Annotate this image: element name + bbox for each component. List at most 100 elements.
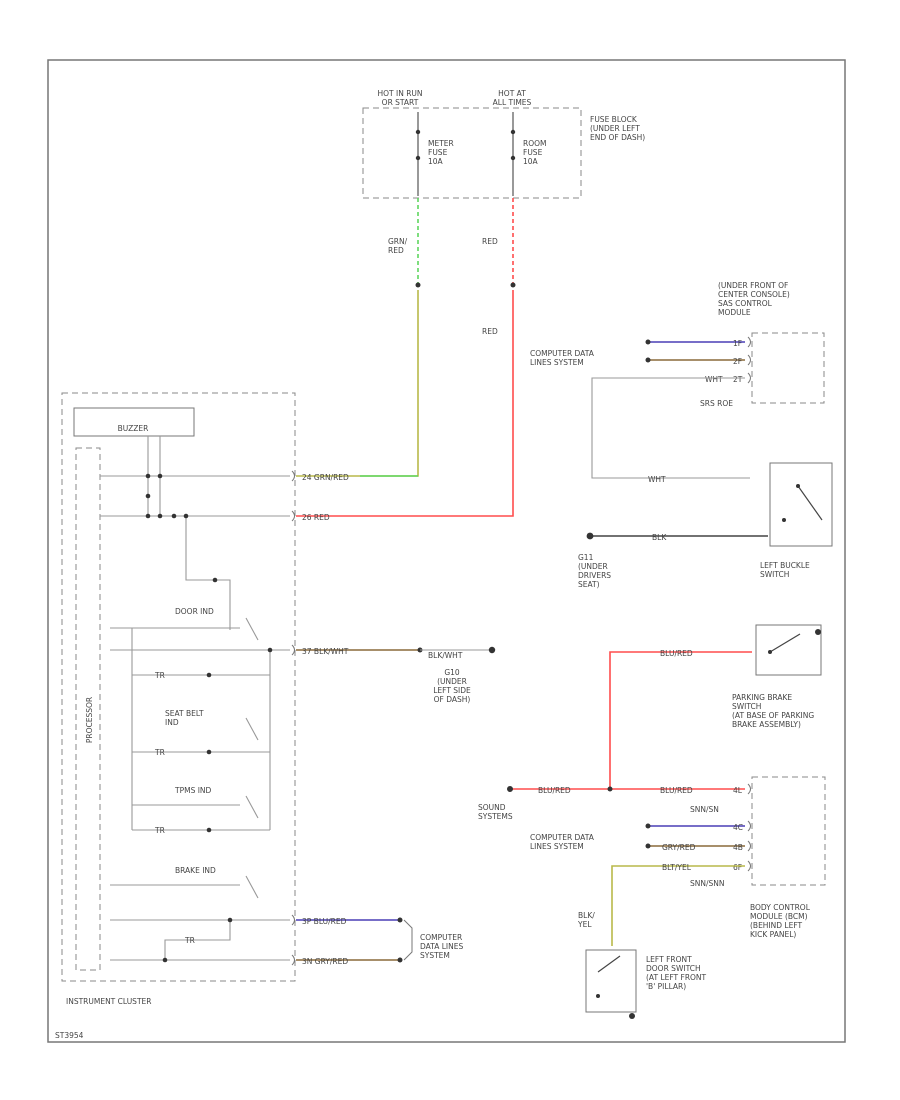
diagram-code: ST3954 bbox=[55, 1031, 84, 1040]
c3n-label: 3N GRY/RED bbox=[302, 957, 348, 966]
cluster-connector-marks bbox=[291, 470, 295, 966]
cluster-internal-wiring bbox=[100, 436, 290, 961]
parking-brake-wire bbox=[609, 651, 752, 789]
cluster-junction-11 bbox=[206, 749, 212, 755]
red-connector-dot bbox=[510, 282, 516, 288]
label-line: OR START bbox=[382, 98, 419, 107]
cluster-junction-9 bbox=[267, 647, 273, 653]
label-line: IND bbox=[165, 718, 179, 727]
bcm-blt-yel-label: BLT/YEL bbox=[662, 863, 692, 872]
g11-ground-dot bbox=[586, 532, 594, 540]
bcm-connector-1: SNN/SN bbox=[690, 805, 719, 814]
grn-red-lower-wire bbox=[296, 290, 419, 477]
bcm-outline bbox=[751, 776, 826, 886]
tr-label-1: TR bbox=[154, 671, 165, 680]
label-line: FUSE bbox=[428, 148, 448, 157]
label-line: DATA LINES bbox=[420, 942, 463, 951]
bcm-connector-marks bbox=[747, 783, 751, 872]
cluster-junction-6 bbox=[183, 513, 189, 519]
cluster-junction-10 bbox=[206, 672, 212, 678]
door-switch-contact bbox=[596, 994, 600, 998]
cluster-junction-13 bbox=[227, 917, 233, 923]
label-line: LINES SYSTEM bbox=[530, 358, 584, 367]
room-fuse-top-dot bbox=[510, 129, 516, 135]
cluster-junction-7 bbox=[145, 493, 151, 499]
parking-brake-wire-label: BLU/RED bbox=[660, 649, 693, 658]
cdl-dot-1 bbox=[397, 917, 403, 923]
bcm-pin-4: 6F bbox=[733, 863, 742, 872]
cluster-junction-12 bbox=[206, 827, 212, 833]
fuse-block-outline bbox=[362, 107, 582, 199]
label-line: (UNDER bbox=[437, 677, 467, 686]
meter-fuse-top-dot bbox=[415, 129, 421, 135]
label-line: (BEHIND LEFT bbox=[750, 921, 803, 930]
label-line: OF DASH) bbox=[434, 695, 471, 704]
label-line: SAS CONTROL bbox=[718, 299, 773, 308]
cluster-junction-1 bbox=[145, 473, 151, 479]
bcm-pin-2: 4C bbox=[733, 823, 743, 832]
label-line: YEL bbox=[577, 920, 592, 929]
buzzer-box bbox=[73, 407, 195, 437]
sound-junction-dot bbox=[607, 786, 613, 792]
cdl-dot-2 bbox=[397, 957, 403, 963]
label-line: (UNDER bbox=[578, 562, 608, 571]
instrument-cluster-outline bbox=[61, 392, 296, 982]
buzzer-label: BUZZER bbox=[118, 424, 149, 433]
tr-label-2: TR bbox=[154, 748, 165, 757]
door-switch-blade bbox=[597, 955, 621, 973]
sas-pin-3: 2T bbox=[733, 375, 743, 384]
label-line: CENTER CONSOLE) bbox=[718, 290, 790, 299]
sas-module-outline bbox=[751, 332, 825, 404]
cluster-junction-4 bbox=[157, 513, 163, 519]
label-line: SYSTEMS bbox=[478, 812, 513, 821]
blk-wht-ground-label: BLK/WHT bbox=[428, 651, 463, 660]
bcm-gry-label: GRY/RED bbox=[662, 843, 696, 852]
buckle-switch-contact bbox=[782, 518, 786, 522]
instrument-cluster-title: INSTRUMENT CLUSTER bbox=[66, 997, 151, 1006]
meter-fuse-bottom-dot bbox=[415, 155, 421, 161]
label-line: 'B' PILLAR) bbox=[646, 982, 686, 991]
processor-outline bbox=[75, 447, 101, 971]
label-line: SWITCH bbox=[732, 702, 761, 711]
bcm-pin-1: 4L bbox=[733, 786, 743, 795]
c3p-label: 3P BLU/RED bbox=[302, 917, 347, 926]
buckle-switch-blade bbox=[797, 485, 823, 521]
cluster-junction-14 bbox=[162, 957, 168, 963]
parking-brake-blade bbox=[769, 633, 801, 653]
tpms-ind-label: TPMS IND bbox=[174, 786, 212, 795]
sas-pin-2: 2F bbox=[733, 357, 742, 366]
c24-label: 24 GRN/RED bbox=[302, 473, 349, 482]
door-ind-label: DOOR IND bbox=[175, 607, 214, 616]
sound-system-dot bbox=[507, 786, 513, 792]
label-line: (UNDER LEFT bbox=[590, 124, 640, 133]
label-line: MODULE (BCM) bbox=[750, 912, 808, 921]
processor-label: PROCESSOR bbox=[85, 697, 94, 743]
sas-data-dot-2 bbox=[645, 357, 651, 363]
label-line: DRIVERS bbox=[578, 571, 611, 580]
bcm-pin-3: 4B bbox=[733, 843, 743, 852]
sound-wire-2-label: BLU/RED bbox=[660, 786, 693, 795]
c26-label: 26 RED bbox=[302, 513, 330, 522]
parking-brake-box bbox=[755, 624, 822, 676]
sas-connector-marks bbox=[747, 336, 751, 384]
label-line: RED bbox=[388, 246, 404, 255]
label-line: FUSE bbox=[523, 148, 543, 157]
g10-ground-dot bbox=[488, 646, 496, 654]
cdl-bracket bbox=[403, 919, 413, 961]
sas-connector-label: SRS ROE bbox=[700, 399, 733, 408]
label-line: MODULE bbox=[718, 308, 751, 317]
